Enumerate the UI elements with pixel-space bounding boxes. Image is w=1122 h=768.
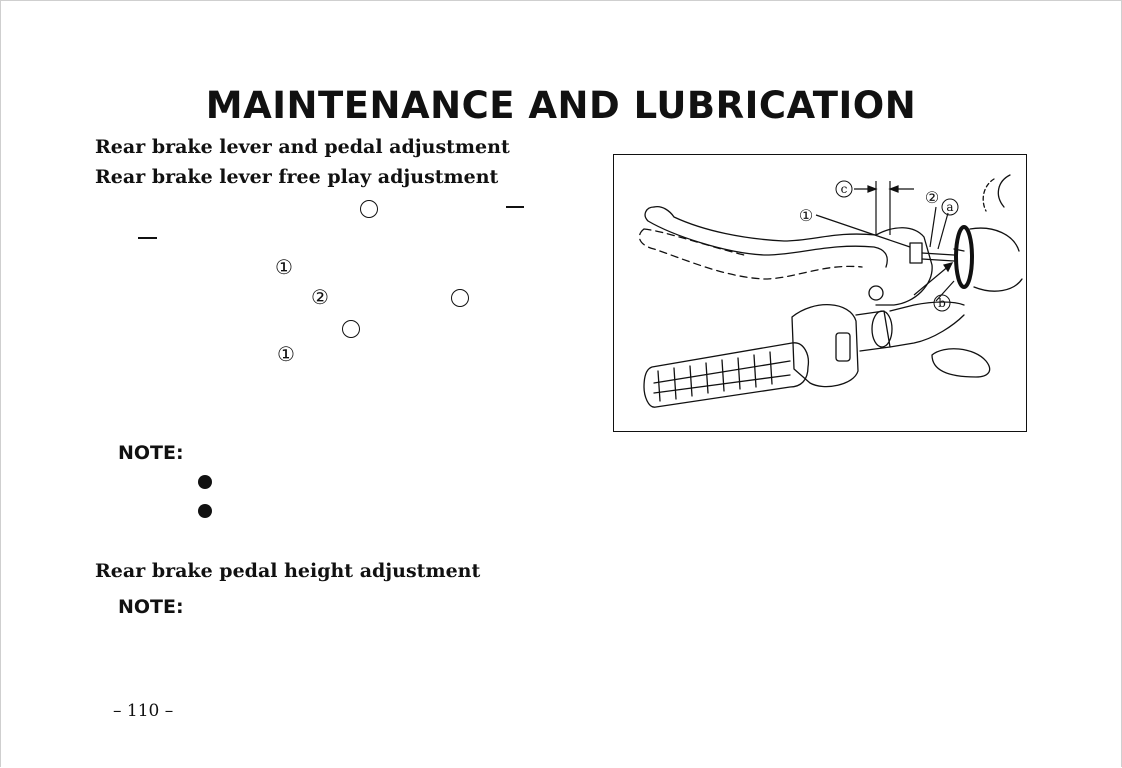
- note-label: NOTE:: [118, 442, 184, 464]
- brake-lever-illustration: c ① ② a b: [613, 154, 1027, 432]
- bullet-point: [198, 504, 212, 518]
- page-title: MAINTENANCE AND LUBRICATION: [205, 84, 917, 127]
- brake-lever-drawing: c ① ② a b: [638, 174, 1023, 408]
- figure-label-b: b: [938, 296, 946, 310]
- figure-label-1: ①: [799, 206, 813, 225]
- figure-label-a: a: [946, 200, 953, 214]
- figure-label-2: ②: [925, 188, 939, 207]
- subsection-heading-pedal-height: Rear brake pedal height adjustment: [95, 560, 481, 582]
- bullet-point: [198, 475, 212, 489]
- reference-number-1: ①: [277, 342, 295, 366]
- subsection-heading-free-play: Rear brake lever free play adjustment: [95, 166, 499, 188]
- blank-circle-marker: [342, 320, 360, 338]
- figure-label-c: c: [841, 182, 848, 196]
- note-label: NOTE:: [118, 596, 184, 618]
- em-dash: [506, 206, 524, 208]
- section-heading: Rear brake lever and pedal adjustment: [95, 136, 510, 158]
- blank-circle-marker: [360, 200, 378, 218]
- blank-circle-marker: [451, 289, 469, 307]
- reference-number-1: ①: [275, 255, 293, 279]
- reference-number-2: ②: [311, 285, 329, 309]
- em-dash: [138, 237, 157, 239]
- page-number: – 110 –: [113, 701, 174, 721]
